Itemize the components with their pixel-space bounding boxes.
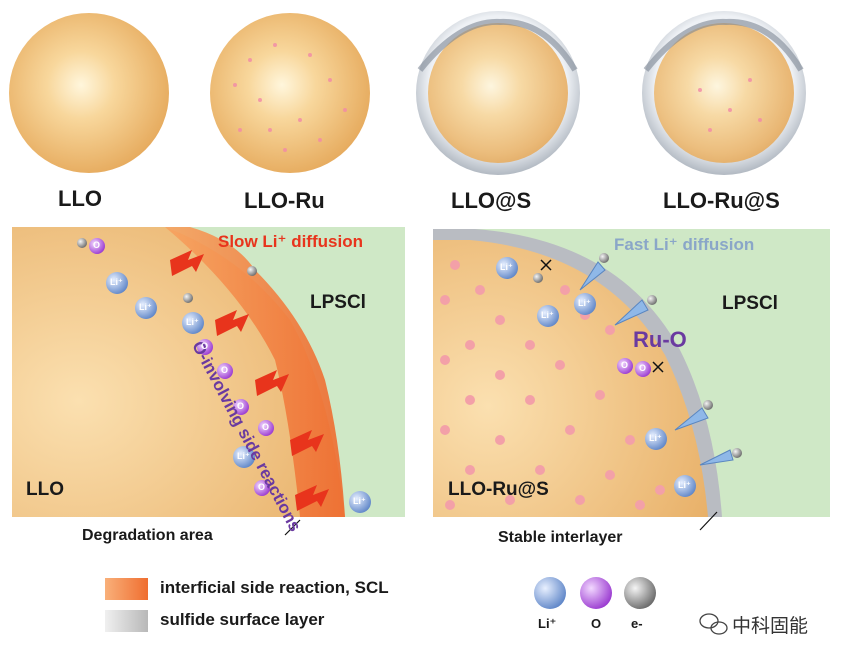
fast-diffusion-label: Fast Li⁺ diffusion <box>614 235 755 254</box>
ion-o-label: O <box>258 482 266 492</box>
side-reaction-arrows <box>170 250 329 511</box>
legend-scl-label: interficial side reaction, SCL <box>160 578 389 597</box>
legend-o-label: O <box>591 616 602 631</box>
ion-li-label: Li⁺ <box>541 310 554 320</box>
sphere-llo <box>9 13 169 173</box>
li-cones <box>579 261 734 466</box>
ions-left <box>77 238 371 513</box>
sphere-llo-s <box>416 11 580 175</box>
legend-e-label: e- <box>631 616 643 631</box>
ru-o-label: Ru-O <box>633 327 687 352</box>
ion-o-label: O <box>262 422 270 432</box>
ru-dopant-dots <box>233 43 347 152</box>
wechat-logo-icon <box>699 613 728 635</box>
ion-li-label: Li⁺ <box>649 433 662 443</box>
ion-li-label: Li⁺ <box>237 451 250 461</box>
right-panel <box>433 229 830 531</box>
legend-li-ion <box>534 577 566 609</box>
slow-diffusion-label: Slow Li⁺ diffusion <box>218 232 363 251</box>
sphere-llo-ru <box>210 13 370 173</box>
legend-o-ion <box>580 577 612 609</box>
right-electrolyte-label: LPSCl <box>722 293 778 314</box>
label-llo-s: LLO@S <box>451 188 532 213</box>
interlayer-caption: Stable interlayer <box>498 529 623 546</box>
legend-scl-swatch <box>105 578 148 600</box>
legend-sulfide-swatch <box>105 610 148 632</box>
legend-e-ion <box>624 577 656 609</box>
ion-li-label: Li⁺ <box>500 262 513 272</box>
ion-o-label: O <box>237 401 245 411</box>
ion-o-label: O <box>221 365 229 375</box>
left-panel <box>12 227 405 536</box>
ion-li-label: Li⁺ <box>139 302 152 312</box>
ion-li-label: Li⁺ <box>578 298 591 308</box>
interlayer-pointer <box>699 511 718 531</box>
ion-li-label: Li⁺ <box>110 277 123 287</box>
sphere-llo-ru-s <box>642 11 806 175</box>
ion-o-label: O <box>93 240 101 250</box>
watermark-text: 中科固能 <box>732 615 809 637</box>
ions-right <box>496 253 742 497</box>
legend-sulfide-label: sulfide surface layer <box>160 610 325 629</box>
ru-dots-right <box>440 260 665 510</box>
label-llo-ru: LLO-Ru <box>244 188 325 213</box>
legend-li-label: Li⁺ <box>538 616 557 631</box>
ion-o-label: O <box>201 341 209 351</box>
ion-li-label: Li⁺ <box>353 496 366 506</box>
ion-li-label: Li⁺ <box>186 317 199 327</box>
ion-li-label: Li⁺ <box>678 480 691 490</box>
label-llo: LLO <box>58 186 102 211</box>
degradation-caption: Degradation area <box>82 527 213 544</box>
ion-o-label: O <box>639 363 647 373</box>
left-material-label: LLO <box>26 479 64 500</box>
blocked-crosses <box>540 259 664 373</box>
degradation-pointer <box>284 519 301 536</box>
left-electrolyte-label: LPSCl <box>310 292 366 313</box>
right-material-label: LLO-Ru@S <box>448 479 549 500</box>
label-llo-ru-s: LLO-Ru@S <box>663 188 780 213</box>
ion-o-label: O <box>621 360 629 370</box>
